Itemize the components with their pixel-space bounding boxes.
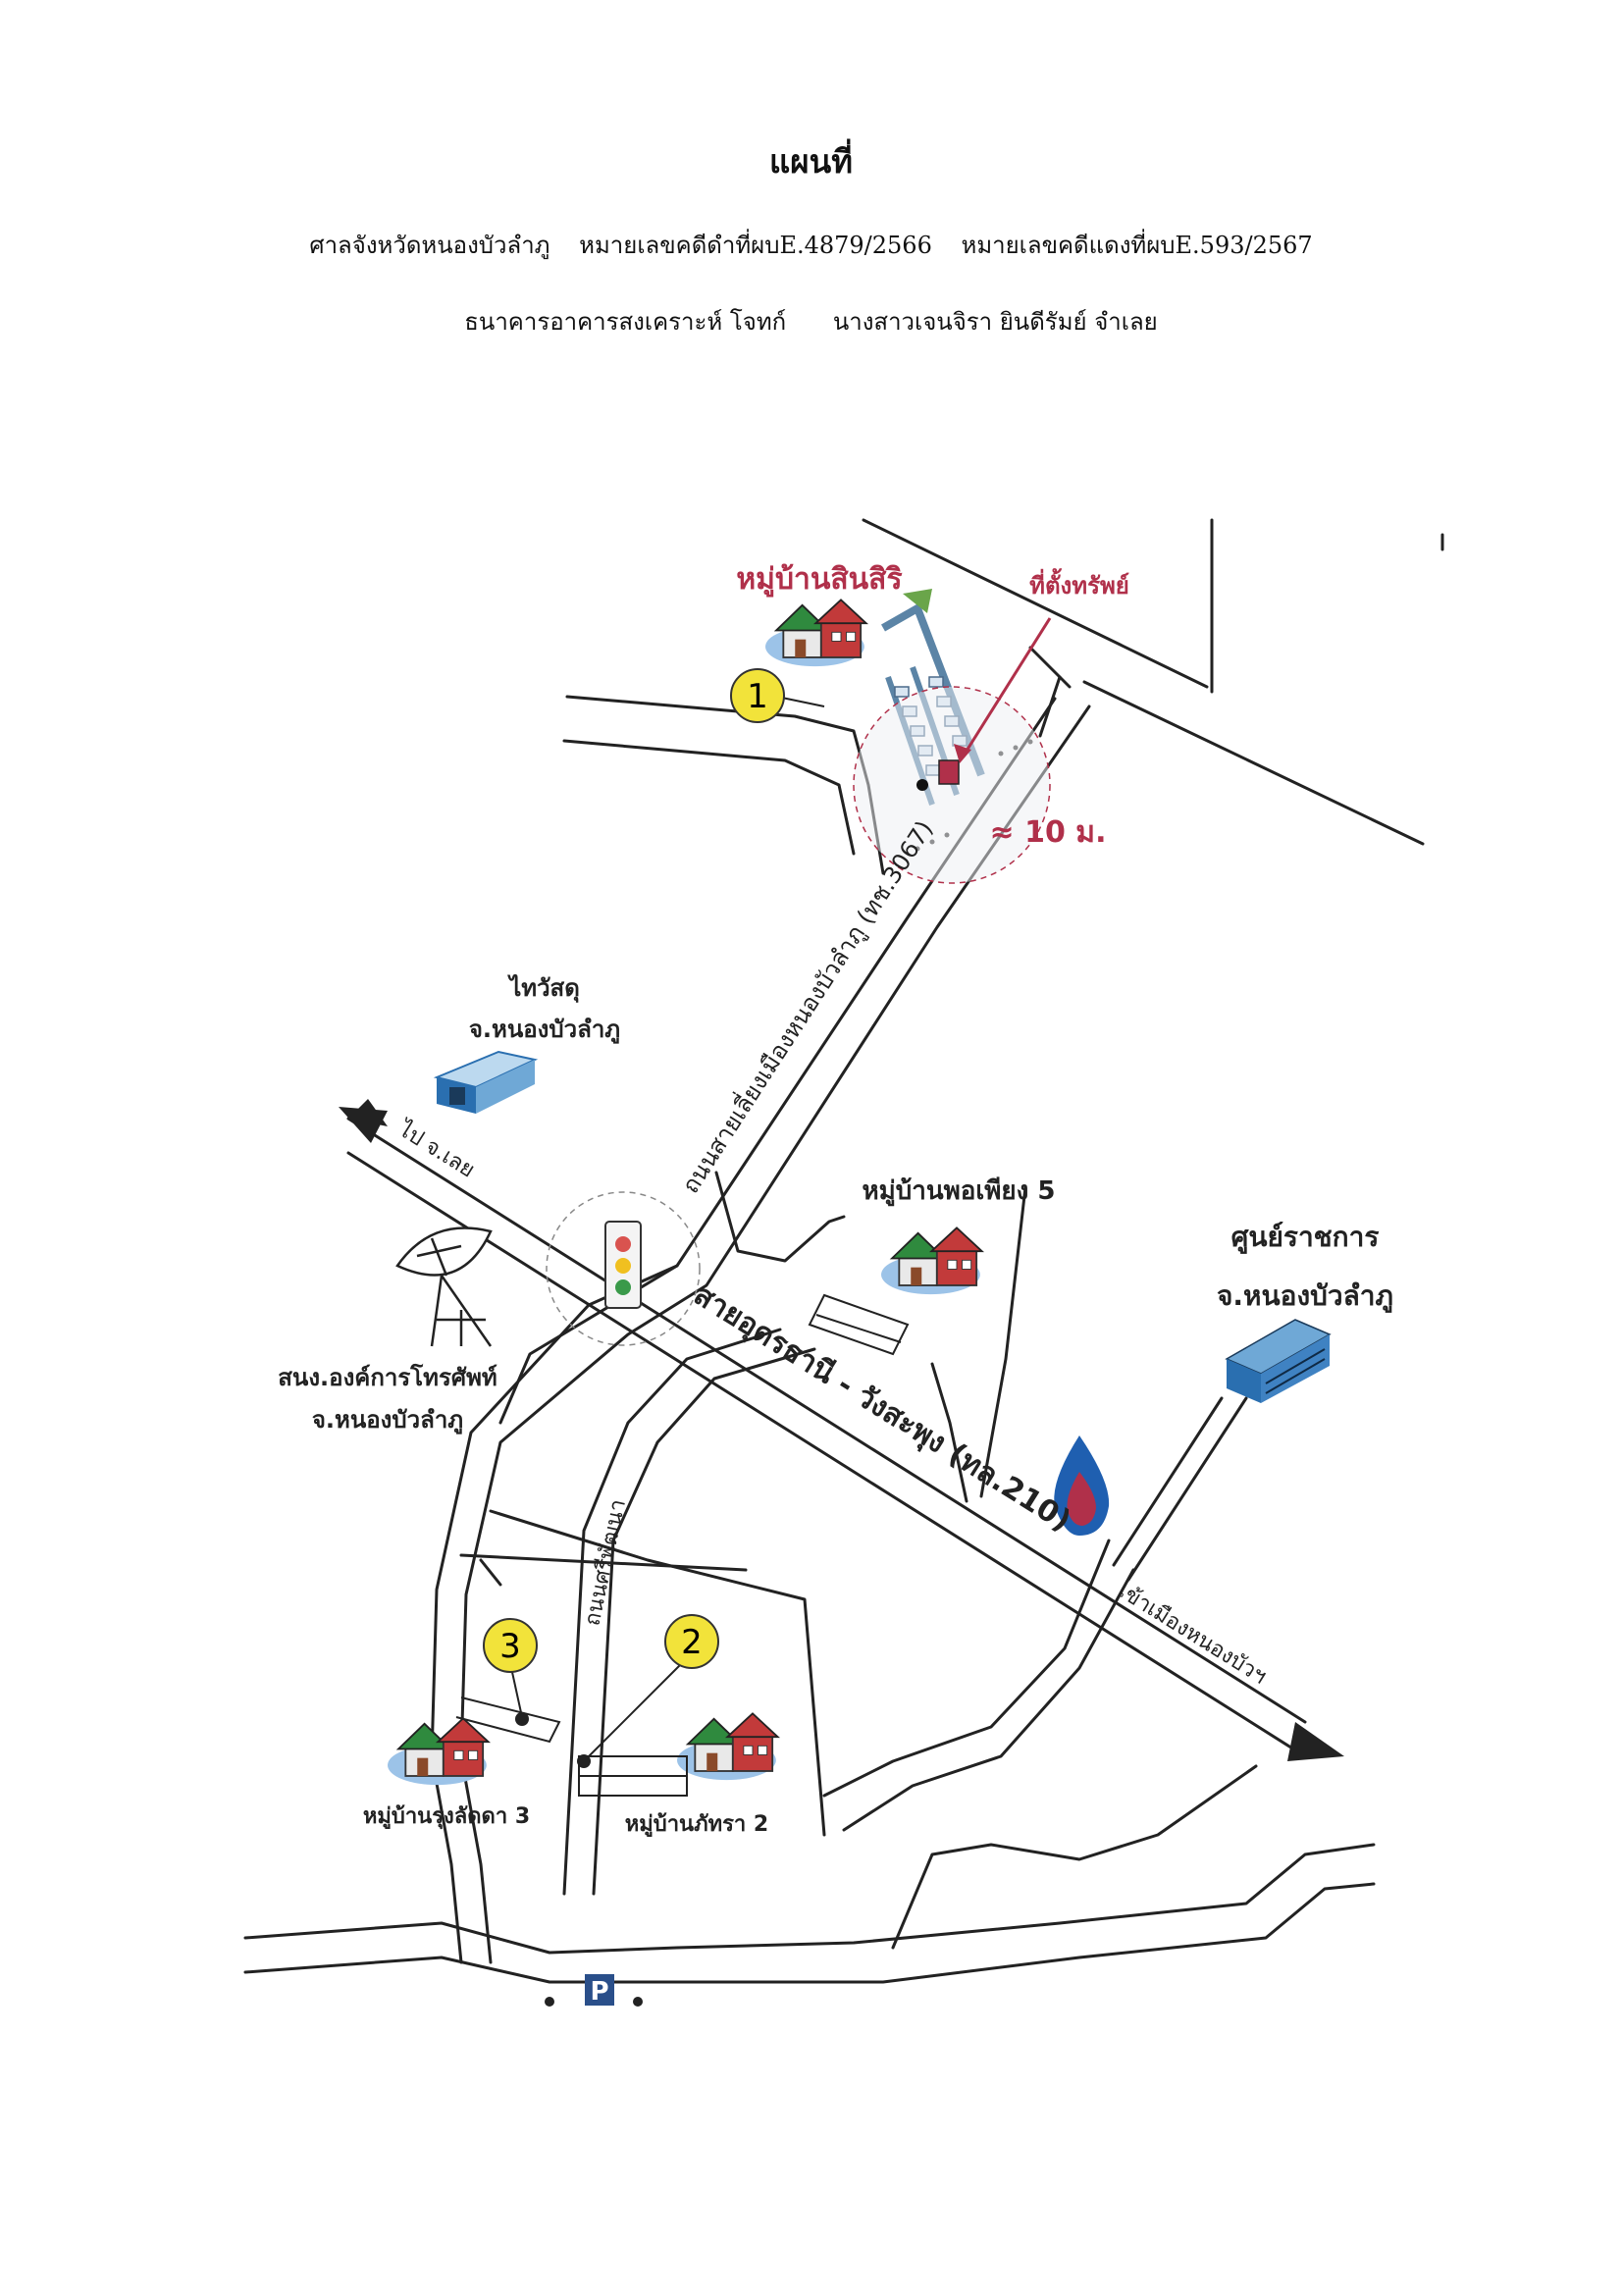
plaintiff: ธนาคารอาคารสงเคราะห์ โจทก์ (464, 308, 787, 336)
road-segment (979, 1185, 1027, 1498)
road-segment (822, 1539, 1111, 1798)
house-icon (765, 599, 867, 667)
road-segment (346, 1151, 1307, 1758)
pointer-arrowhead-icon (954, 744, 971, 763)
red-case-number: หมายเลขคดีแดงที่ผบE.593/2567 (961, 232, 1313, 259)
road-network (243, 518, 1444, 1984)
label-tot-line2: จ.หนองบัวลำภู (312, 1406, 463, 1435)
road-segment (243, 1882, 1376, 1984)
case-line: ศาลจังหวัดหนองบัวลำภู หมายเลขคดีดำที่ผบE… (0, 226, 1622, 264)
label-village-rungladda: หมู่บ้านรุ่งลัดดา 3 (363, 1804, 530, 1830)
road-segment (430, 697, 1057, 1964)
fuel-drop-icon (1054, 1435, 1110, 1536)
marker-2: 2 (577, 1614, 719, 1768)
road-segment (891, 1764, 1258, 1950)
road-segment (714, 1171, 846, 1263)
marker-1: 1 (730, 668, 825, 723)
road-segment (1082, 680, 1425, 846)
page-title: แผนที่ (769, 142, 853, 181)
label-govt-center-line2: จ.หนองบัวลำภู (1217, 1279, 1393, 1313)
label-warehouse-line1: ไทวัสดุ (506, 973, 580, 1004)
road-segment (1028, 646, 1072, 689)
defendant: นางสาวเจนจิรา ยินดีรัมย์ จำเลย (832, 308, 1158, 336)
court-name: ศาลจังหวัดหนองบัวลำภู (309, 232, 550, 259)
property-marker (938, 759, 960, 785)
traffic-light-icon (604, 1221, 642, 1309)
road-segment (459, 1553, 748, 1572)
house-icon (881, 1226, 983, 1295)
road-segment (243, 1843, 1376, 1955)
label-distance: ≈ 10 ม. (990, 815, 1107, 850)
arrow-right-icon (1287, 1722, 1344, 1761)
house-icon (677, 1712, 779, 1781)
label-property-location: ที่ตั้งทรัพย์ (1029, 567, 1129, 600)
warehouse-icon (433, 1050, 539, 1114)
label-tot-line1: สนง.องค์การโทรศัพท์ (278, 1363, 497, 1391)
svg-text:P: P (590, 1977, 608, 2007)
label-village-phattra: หมู่บ้านภัทรา 2 (625, 1812, 769, 1838)
marker-1-label: 1 (747, 677, 768, 716)
entrance-dot (916, 779, 928, 791)
village-porpiang-plots (808, 1293, 910, 1356)
road-label-to-town: เข้าเมืองหนองบัวฯ (1114, 1579, 1271, 1690)
road-segment (592, 1347, 816, 1896)
black-case-number: หมายเลขคดีดำที่ผบE.4879/2566 (579, 232, 932, 259)
parking-icon: P (545, 1974, 643, 2007)
road-label-udon-wangsaphung: สายอุดรธานี - วังสะพุง (ทล.210) (687, 1278, 1076, 1539)
road-segment (459, 704, 1091, 1964)
road-segment (479, 1558, 502, 1587)
satellite-dish-icon (395, 1226, 493, 1347)
label-village-sinsiri: หมู่บ้านสินสิริ (736, 562, 902, 598)
radius-circle (853, 686, 1051, 884)
lower-village-plots (455, 1696, 688, 1797)
label-village-porpiang: หมู่บ้านพอเพียง 5 (862, 1176, 1055, 1207)
road-segment (562, 739, 856, 856)
road-segment (346, 1117, 1307, 1724)
parties-line: ธนาคารอาคารสงเคราะห์ โจทก์ นางสาวเจนจิรา… (0, 302, 1622, 340)
junction-circle (546, 1191, 701, 1346)
marker-2-label: 2 (681, 1623, 703, 1662)
label-govt-center-line1: ศูนย์ราชการ (1231, 1221, 1380, 1254)
office-building-icon (1225, 1319, 1332, 1403)
road-segment (842, 1568, 1135, 1832)
road-segment (930, 1362, 968, 1503)
road-segment (489, 1509, 826, 1837)
road-label-bypass: ถนนสายเลี่ยงเมืองหนองบัวลำภู (ทช.3067) (674, 814, 939, 1199)
property-pointer (962, 617, 1052, 757)
location-map: 1 2 3 (243, 518, 1444, 2007)
label-warehouse-line2: จ.หนองบัวลำภู (469, 1016, 620, 1044)
road-segment (1126, 1396, 1248, 1582)
house-icon (388, 1717, 490, 1786)
road-segment (562, 1328, 782, 1896)
road-segment (1112, 1396, 1224, 1567)
marker-3: 3 (483, 1618, 538, 1726)
arrow-left-icon (339, 1107, 388, 1143)
marker-3-label: 3 (499, 1627, 521, 1666)
road-segment (862, 518, 1209, 689)
